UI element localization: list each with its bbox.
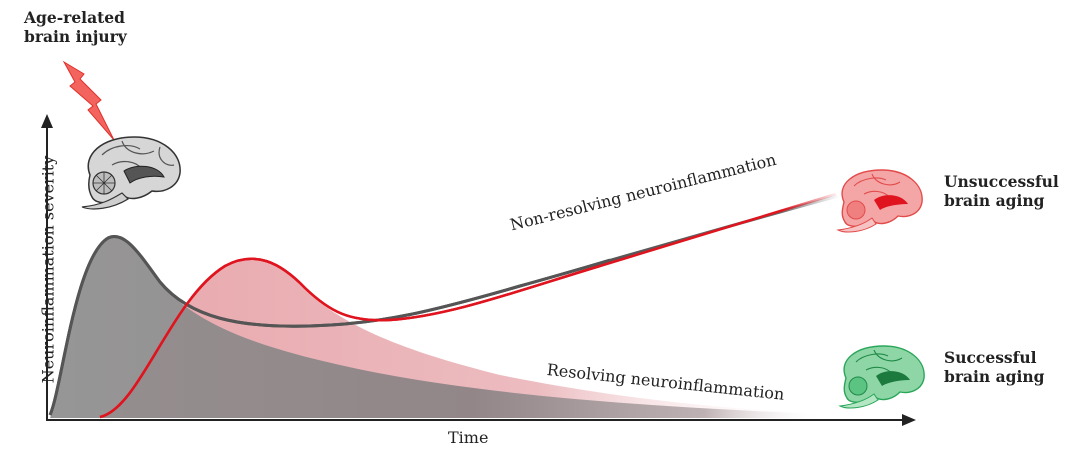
unsuccessful-aging-label: Unsuccessful brain aging xyxy=(944,172,1059,210)
injury-label: Age-related brain injury xyxy=(24,8,127,46)
y-axis-label: Neuroinflammation severity xyxy=(38,155,58,384)
resolving-gray-area xyxy=(50,237,820,418)
x-axis-label: Time xyxy=(448,428,489,447)
brain-unsuccessful-icon xyxy=(836,169,923,233)
x-axis-arrowhead xyxy=(902,414,916,426)
brain-gray-icon xyxy=(81,136,181,210)
y-axis-arrowhead xyxy=(41,114,53,128)
brain-successful-icon xyxy=(838,345,925,409)
lightning-bolt-icon xyxy=(62,60,115,141)
successful-aging-label: Successful brain aging xyxy=(944,348,1045,386)
